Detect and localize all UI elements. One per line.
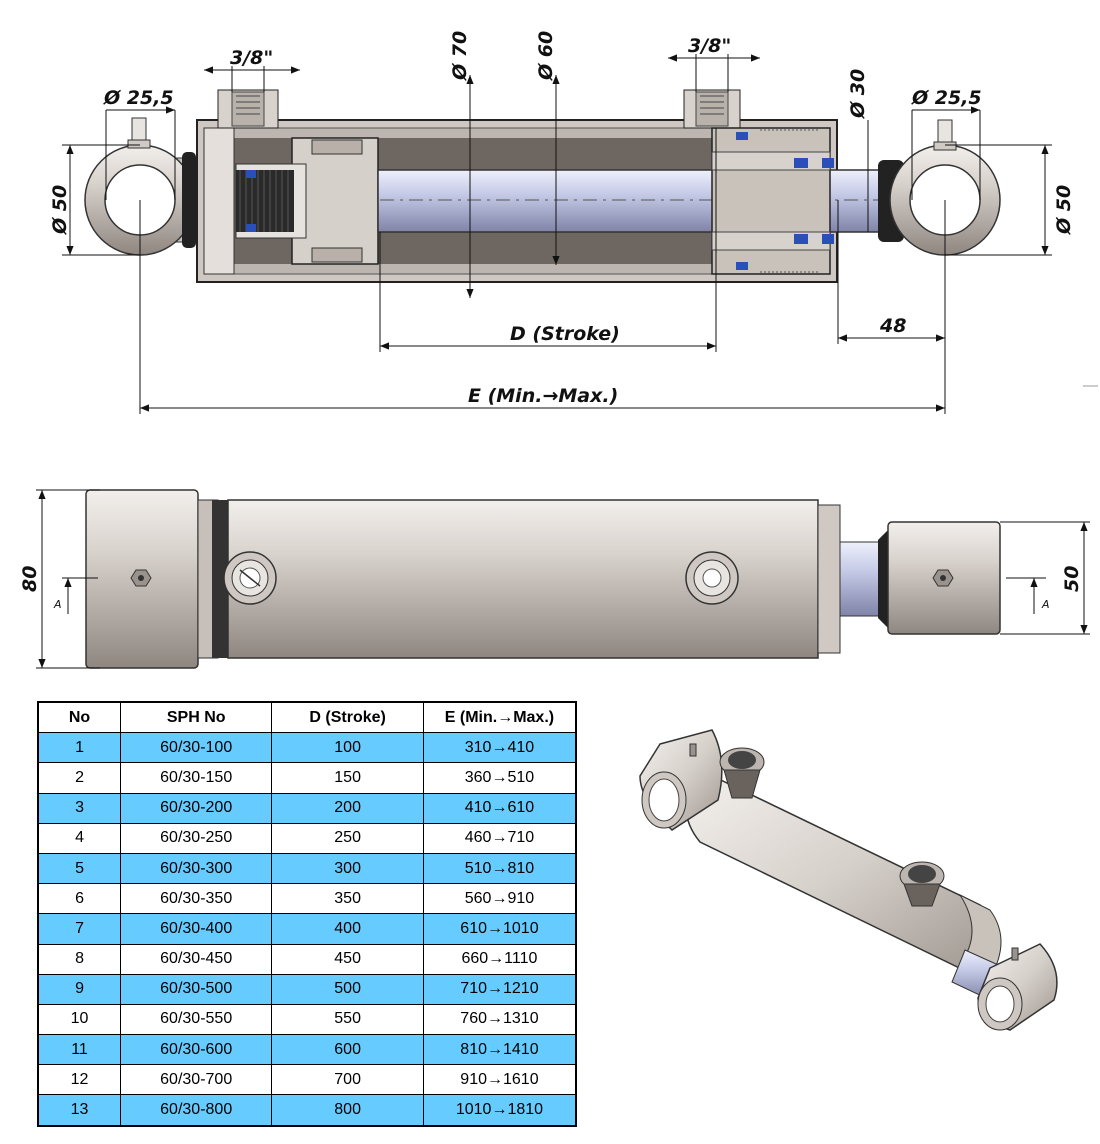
cell-no: 12 — [37, 1064, 122, 1096]
header-stroke: D (Stroke) — [271, 701, 424, 734]
cell-length: 710→1210 — [422, 973, 577, 1005]
cell-no: 8 — [37, 943, 122, 975]
dim-port-left: 3/8" — [230, 47, 273, 69]
dim-rod-end: 48 — [879, 315, 906, 337]
cell-no: 5 — [37, 852, 122, 885]
cell-sph-no: 60/30-100 — [120, 732, 273, 764]
cell-no: 11 — [37, 1034, 122, 1066]
cell-sph-no: 60/30-550 — [120, 1003, 273, 1036]
cell-length: 660→1110 — [422, 943, 577, 975]
dim-port-right: 3/8" — [688, 35, 731, 57]
cell-stroke: 300 — [271, 852, 424, 885]
cell-stroke: 700 — [271, 1064, 424, 1096]
cell-no: 4 — [37, 822, 122, 854]
cell-no: 3 — [37, 792, 122, 824]
cell-stroke: 150 — [271, 762, 424, 794]
gland — [711, 127, 834, 275]
cell-stroke: 450 — [271, 943, 424, 975]
cell-sph-no: 60/30-250 — [120, 822, 273, 854]
table-header-row: No SPH No D (Stroke) E (Min.→Max.) — [37, 701, 577, 734]
cell-length: 360→510 — [422, 762, 577, 794]
cell-no: 1 — [37, 732, 122, 764]
cell-no: 7 — [37, 913, 122, 945]
cell-stroke: 800 — [271, 1094, 424, 1127]
cell-no: 10 — [37, 1003, 122, 1036]
cell-stroke: 350 — [271, 883, 424, 915]
cell-length: 410→610 — [422, 792, 577, 824]
section-view: 3/8" 3/8" Ø 25,5 Ø 25,5 Ø 70 Ø 60 Ø 30 Ø… — [49, 31, 1098, 414]
cell-length: 610→1010 — [422, 913, 577, 945]
cell-length: 560→910 — [422, 883, 577, 915]
header-sph-no: SPH No — [120, 701, 273, 734]
cell-no: 13 — [37, 1094, 122, 1127]
cell-length: 760→1310 — [422, 1003, 577, 1036]
cell-stroke: 200 — [271, 792, 424, 824]
cell-stroke: 500 — [271, 973, 424, 1005]
dim-eye-outer-left: Ø 50 — [49, 185, 71, 235]
cell-stroke: 100 — [271, 732, 424, 764]
cell-sph-no: 60/30-800 — [120, 1094, 273, 1127]
left-port — [217, 89, 279, 129]
right-eye — [878, 119, 1001, 256]
cell-length: 510→810 — [422, 852, 577, 885]
dim-total-length: E (Min.→Max.) — [468, 385, 618, 407]
cell-no: 2 — [37, 762, 122, 794]
cell-sph-no: 60/30-200 — [120, 792, 273, 824]
header-length: E (Min.→Max.) — [422, 701, 577, 734]
cell-stroke: 400 — [271, 913, 424, 945]
dim-eye-hole-left: Ø 25,5 — [103, 87, 174, 109]
cell-sph-no: 60/30-450 — [120, 943, 273, 975]
cell-sph-no: 60/30-350 — [120, 883, 273, 915]
cell-sph-no: 60/30-400 — [120, 913, 273, 945]
dim-bore-inner: Ø 60 — [535, 31, 557, 81]
dim-eye-hole-right: Ø 25,5 — [911, 87, 982, 109]
cell-sph-no: 60/30-300 — [120, 852, 273, 885]
cell-no: 9 — [37, 973, 122, 1005]
isometric-view — [639, 729, 1058, 1031]
side-view: 80 50 A A — [19, 489, 1090, 669]
dim-stroke: D (Stroke) — [510, 323, 620, 345]
cell-stroke: 250 — [271, 822, 424, 854]
cell-sph-no: 60/30-600 — [120, 1034, 273, 1066]
dim-rod: Ø 30 — [847, 69, 869, 119]
dim-eye-outer-right: Ø 50 — [1053, 185, 1075, 235]
dim-body-height: 80 — [19, 566, 41, 592]
left-eye — [84, 117, 201, 256]
cell-sph-no: 60/30-150 — [120, 762, 273, 794]
cell-length: 310→410 — [422, 732, 577, 764]
cell-no: 6 — [37, 883, 122, 915]
cell-sph-no: 60/30-700 — [120, 1064, 273, 1096]
section-mark-left: A — [53, 598, 62, 611]
piston — [235, 137, 379, 265]
cell-stroke: 600 — [271, 1034, 424, 1066]
dim-bore-outer: Ø 70 — [449, 31, 471, 81]
cell-length: 1010→1810 — [422, 1094, 577, 1127]
header-no: No — [37, 701, 122, 734]
cell-length: 810→1410 — [422, 1034, 577, 1066]
cell-length: 910→1610 — [422, 1064, 577, 1096]
right-port — [683, 89, 741, 129]
cell-stroke: 550 — [271, 1003, 424, 1036]
cell-sph-no: 60/30-500 — [120, 973, 273, 1005]
cell-length: 460→710 — [422, 822, 577, 854]
dim-eye-height: 50 — [1061, 566, 1083, 592]
section-mark-right: A — [1041, 598, 1050, 611]
